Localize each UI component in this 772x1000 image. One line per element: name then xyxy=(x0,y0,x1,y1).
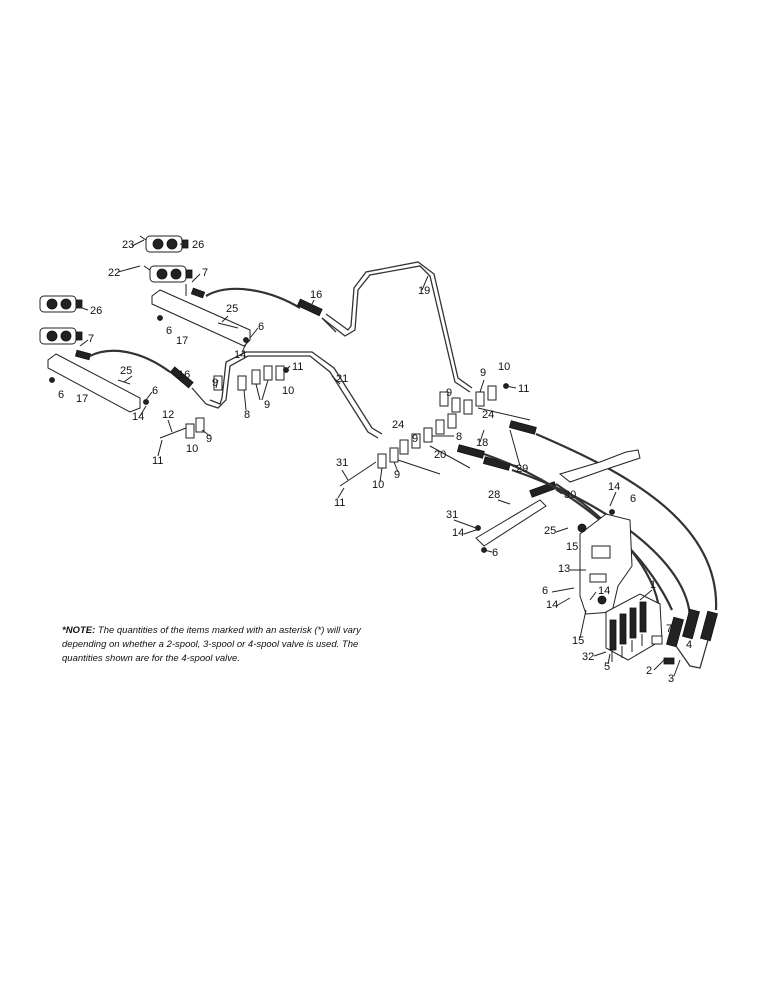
callout-14: 14 xyxy=(234,349,246,361)
callout-6: 6 xyxy=(258,321,264,333)
callout-10: 10 xyxy=(372,479,384,491)
callout-17: 17 xyxy=(76,393,88,405)
callout-11: 11 xyxy=(334,497,345,509)
callout-26: 26 xyxy=(192,239,204,251)
washer-dot xyxy=(143,399,149,405)
bracket-upper xyxy=(151,284,251,347)
callout-32: 32 xyxy=(582,651,594,663)
callout-7: 7 xyxy=(88,333,94,345)
callout-23: 23 xyxy=(122,239,134,251)
note-lead: *NOTE: xyxy=(62,625,96,636)
mounting-plate-13 xyxy=(577,509,633,615)
callout-21: 21 xyxy=(336,373,348,385)
callout-10: 10 xyxy=(498,361,510,373)
callout-14: 14 xyxy=(452,527,464,539)
callout-4: 4 xyxy=(686,639,692,651)
callout-26: 26 xyxy=(90,305,102,317)
remote-coupler-upper xyxy=(139,235,193,283)
callout-9: 9 xyxy=(394,469,400,481)
callout-6: 6 xyxy=(542,585,548,597)
callout-6: 6 xyxy=(492,547,498,559)
callout-6: 6 xyxy=(152,385,158,397)
callout-24: 24 xyxy=(392,419,404,431)
callout-7: 7 xyxy=(202,267,208,279)
callout-6: 6 xyxy=(630,493,636,505)
leader-lines xyxy=(75,239,681,677)
callout-20: 20 xyxy=(434,449,446,461)
callout-3: 3 xyxy=(668,673,674,685)
hoses-29 xyxy=(456,420,718,669)
link-30 xyxy=(558,449,641,483)
callout-11: 11 xyxy=(152,455,163,467)
callout-25: 25 xyxy=(544,525,556,537)
callout-15: 15 xyxy=(572,635,584,647)
callout-30: 30 xyxy=(564,489,576,501)
callout-9: 9 xyxy=(206,433,212,445)
clamp-group-center xyxy=(339,383,531,487)
callout-labels: 23 26 22 7 26 7 25 6 14 6 17 6 17 25 6 1… xyxy=(58,239,692,685)
tube-21 xyxy=(205,355,379,439)
callout-9: 9 xyxy=(412,433,418,445)
callout-25: 25 xyxy=(226,303,238,315)
callout-2: 2 xyxy=(646,665,652,677)
callout-8: 8 xyxy=(244,409,250,421)
clamp-group-left xyxy=(159,365,289,439)
callout-6: 6 xyxy=(58,389,64,401)
callout-15: 15 xyxy=(566,541,578,553)
callout-14: 14 xyxy=(546,599,558,611)
callout-31: 31 xyxy=(446,509,458,521)
callout-7: 7 xyxy=(666,623,672,635)
callout-19: 19 xyxy=(418,285,430,297)
callout-12: 12 xyxy=(162,409,174,421)
callout-1: 1 xyxy=(650,579,656,591)
callout-24: 24 xyxy=(482,409,494,421)
washer-dot xyxy=(243,337,249,343)
callout-22: 22 xyxy=(108,267,120,279)
callout-11: 11 xyxy=(518,383,529,395)
note-body: The quantities of the items marked with … xyxy=(62,625,361,664)
callout-9: 9 xyxy=(480,367,486,379)
callout-28: 28 xyxy=(488,489,500,501)
callout-17: 17 xyxy=(176,335,188,347)
note-text: *NOTE: The quantities of the items marke… xyxy=(62,624,392,666)
callout-9: 9 xyxy=(264,399,270,411)
callout-10: 10 xyxy=(282,385,294,397)
callout-9: 9 xyxy=(446,387,452,399)
hose-16-lower xyxy=(74,349,207,405)
callout-29: 29 xyxy=(516,463,528,475)
bolt-25-upper xyxy=(217,322,239,329)
link-28 xyxy=(475,499,547,547)
callout-10: 10 xyxy=(186,443,198,455)
remote-coupler-lower xyxy=(39,295,83,345)
callout-16: 16 xyxy=(310,289,322,301)
callout-18: 18 xyxy=(476,437,488,449)
callout-13: 13 xyxy=(558,563,570,575)
callout-8: 8 xyxy=(456,431,462,443)
callout-14: 14 xyxy=(608,481,620,493)
bracket-lower xyxy=(47,353,141,413)
callout-11: 11 xyxy=(292,361,303,373)
callout-31: 31 xyxy=(336,457,348,469)
washer-dot xyxy=(157,315,163,321)
callout-14: 14 xyxy=(598,585,610,597)
control-valve-1 xyxy=(605,593,675,665)
tube-19 xyxy=(321,265,471,393)
callout-9: 9 xyxy=(212,377,218,389)
callout-25: 25 xyxy=(120,365,132,377)
callout-6: 6 xyxy=(166,325,172,337)
callout-5: 5 xyxy=(604,661,610,673)
washer-dot xyxy=(49,377,55,383)
